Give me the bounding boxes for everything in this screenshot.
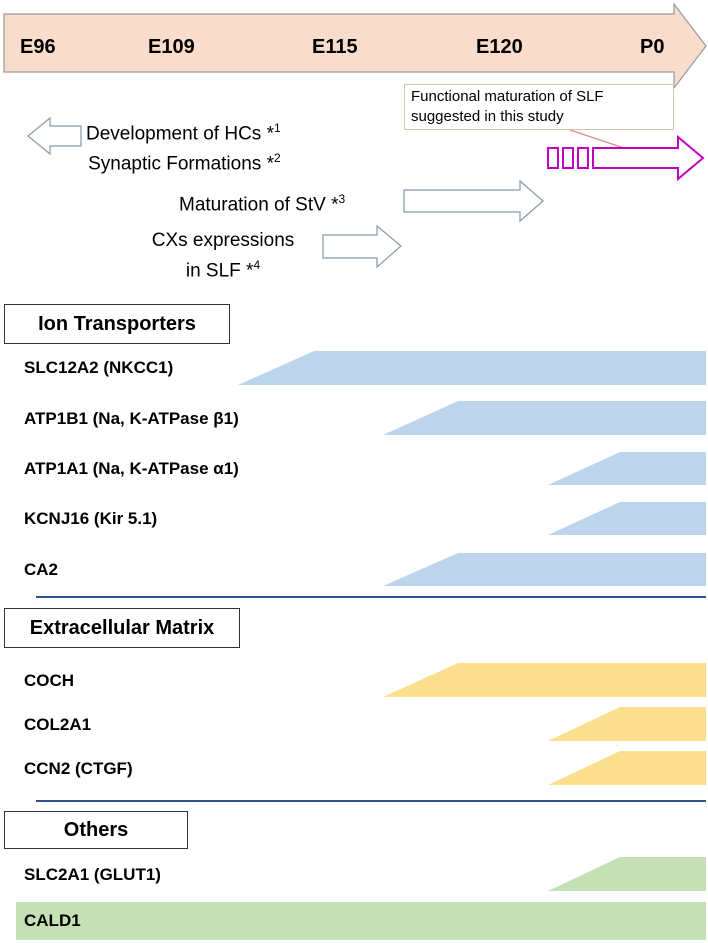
- bar-slc2a1: [548, 857, 706, 891]
- bar-atp1a1: [548, 452, 706, 485]
- bar-ca2: [383, 553, 706, 586]
- timeline-arrow: [3, 2, 707, 90]
- cx-arrow: [322, 224, 402, 269]
- gene-label: CA2: [24, 560, 59, 579]
- tick-e96: E96: [20, 36, 56, 58]
- bar-ccn2: [548, 751, 706, 785]
- gene-label: COL2A1: [24, 715, 92, 734]
- gene-label: ATP1B1 (Na, K-ATPase β1): [24, 409, 239, 428]
- gene-label: CCN2 (CTGF): [24, 759, 133, 778]
- bar-col2a1: [548, 707, 706, 741]
- section-title-others: Others: [4, 811, 188, 849]
- slf-maturation-arrow: [547, 134, 705, 182]
- bar-coch: [383, 663, 706, 697]
- tick-e109: E109: [148, 36, 195, 58]
- study-note: Functional maturation of SLF suggested i…: [404, 84, 674, 130]
- tick-e120: E120: [476, 36, 523, 58]
- gene-label: COCH: [24, 671, 75, 690]
- gene-label: SLC12A2 (NKCC1): [24, 358, 174, 377]
- section-title-ion-transporters: Ion Transporters: [4, 304, 230, 344]
- tick-p0: P0: [640, 36, 665, 58]
- bar-slc12a2: [238, 351, 706, 385]
- gene-label: ATP1A1 (Na, K-ATPase α1): [24, 459, 239, 478]
- hc-arrow-left: [27, 116, 82, 156]
- bar-cald1: [16, 902, 706, 940]
- event-cx-expression: CXs expressions in SLF *4: [151, 230, 295, 282]
- gene-label: CALD1: [24, 911, 81, 930]
- bar-atp1b1: [383, 401, 706, 435]
- stv-arrow: [403, 179, 544, 223]
- event-hc-development: Development of HCs *1 Synaptic Formation…: [86, 121, 281, 175]
- gene-label: KCNJ16 (Kir 5.1): [24, 509, 158, 528]
- section-title-extracellular-matrix: Extracellular Matrix: [4, 608, 240, 648]
- bar-kcnj16: [548, 502, 706, 535]
- tick-e115: E115: [312, 36, 358, 58]
- note-pointer: [569, 129, 631, 151]
- gene-label: SLC2A1 (GLUT1): [24, 865, 161, 884]
- event-stv-maturation: Maturation of StV *3: [179, 192, 346, 216]
